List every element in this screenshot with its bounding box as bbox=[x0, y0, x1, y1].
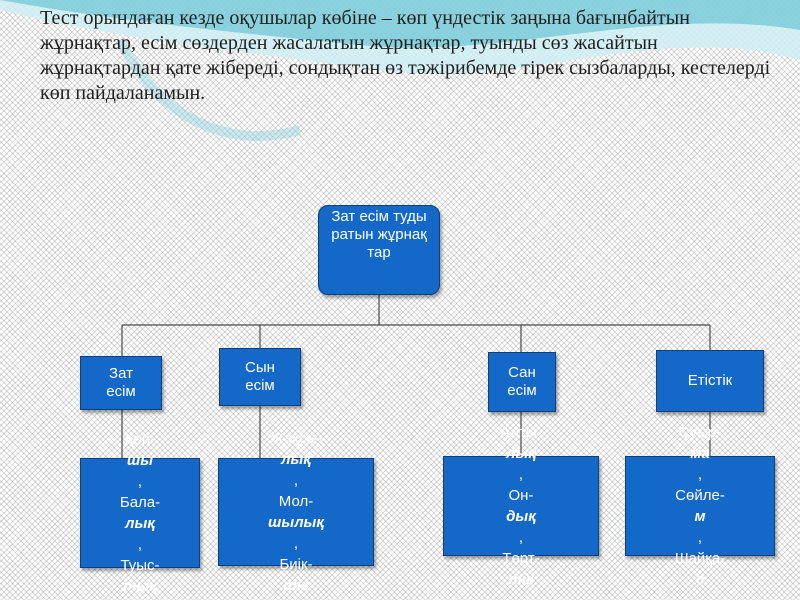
examples-box-adjective: Жақсы-лық, Мол-шылық, Биік-тік bbox=[218, 430, 374, 594]
category-box-adjective: Сын есім bbox=[219, 348, 301, 406]
example-line: Туыс-тық bbox=[120, 557, 160, 595]
example-line: Он-дық, bbox=[506, 487, 536, 546]
example-line: Жақсы-лық, bbox=[269, 430, 323, 489]
root-box-noun-suffixes: Зат есім тудыратын жұрнақтар bbox=[318, 205, 440, 295]
category-label: Зат есім bbox=[106, 365, 136, 400]
category-label: Сын есім bbox=[245, 359, 275, 394]
examples-box-numeral: Алты-лық, Он-дық, Төрт-тік bbox=[443, 424, 599, 588]
examples-box-noun: Қой-шы, Бала-лық, Туыс-тық bbox=[80, 431, 200, 595]
example-line: Биік-тік bbox=[279, 556, 313, 594]
example-line: Мол-шылық, bbox=[268, 493, 324, 552]
category-box-numeral: Сан есім bbox=[488, 352, 556, 412]
intro-paragraph: Тест орындаған кезде оқушылар көбіне – к… bbox=[40, 7, 771, 104]
example-line: Алты-лық, bbox=[500, 424, 542, 483]
category-label: Етістік bbox=[687, 372, 733, 389]
category-label: Сан есім bbox=[507, 364, 537, 399]
category-box-noun: Зат есім bbox=[80, 356, 162, 410]
decorative-wave-background bbox=[0, 0, 800, 141]
example-line: Қой-шы, bbox=[124, 431, 156, 490]
example-line: Шайқа-с bbox=[674, 550, 726, 588]
example-line: Төрт-тік bbox=[502, 550, 540, 588]
example-line: Бала-лық, bbox=[119, 494, 161, 553]
example-line: Сөйле-м, bbox=[675, 487, 725, 546]
examples-box-verb: Суыр-ма, Сөйле-м, Шайқа-с bbox=[625, 424, 775, 588]
example-line: Суыр-ма, bbox=[678, 424, 722, 483]
root-label: Зат есім тудыратын жұрнақтар bbox=[331, 208, 427, 261]
category-box-verb: Етістік bbox=[656, 350, 764, 412]
